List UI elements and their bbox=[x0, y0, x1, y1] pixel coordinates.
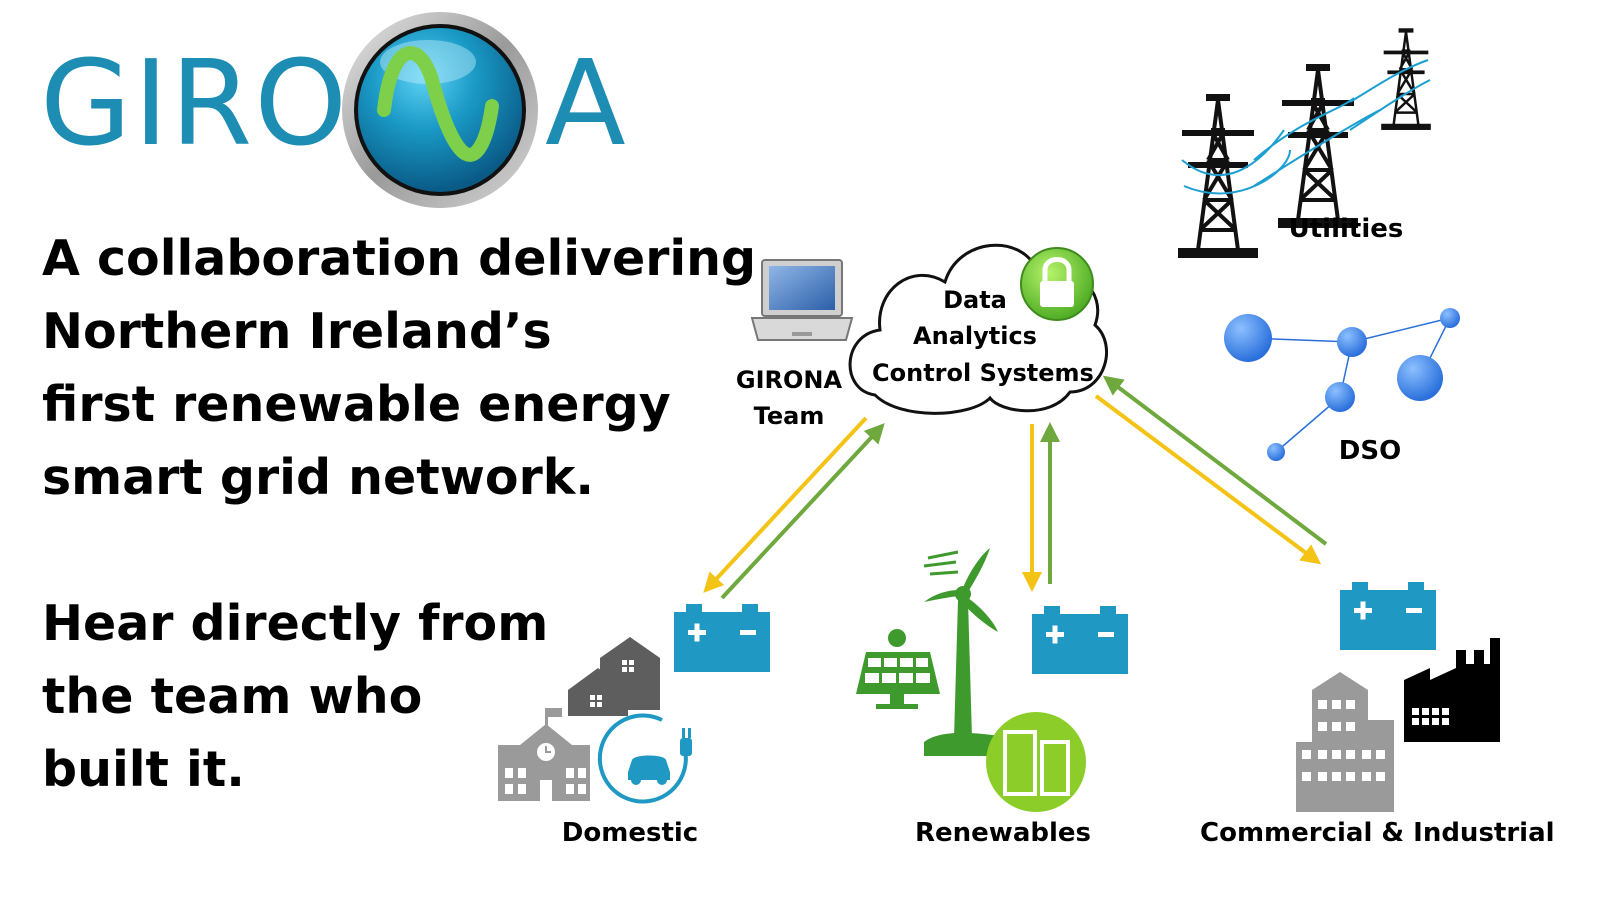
renewables-label: Renewables bbox=[915, 818, 1091, 848]
cloud-label-line: Control Systems bbox=[872, 359, 1094, 387]
battery-icon bbox=[674, 582, 1436, 674]
utilities-label: Utilities bbox=[1288, 214, 1404, 244]
solar-panel-icon bbox=[856, 629, 940, 709]
logo-text-left: GIRO bbox=[40, 34, 350, 172]
logo-text-right: A bbox=[545, 34, 628, 172]
wind-turbine-icon bbox=[923, 548, 1000, 756]
house-icon bbox=[568, 637, 660, 716]
laptop-icon bbox=[750, 259, 854, 341]
arrow-from-commercial bbox=[1102, 375, 1328, 546]
subline-line: the team who bbox=[42, 668, 423, 725]
team-label-line: GIRONA bbox=[735, 366, 843, 394]
subline-line: built it. bbox=[42, 741, 245, 798]
domestic-label: Domestic bbox=[561, 818, 699, 848]
subline-line: Hear directly from bbox=[42, 595, 549, 652]
office-building-icon bbox=[1296, 672, 1394, 812]
headline-line: Northern Ireland’s bbox=[42, 303, 552, 360]
headline-line: smart grid network. bbox=[42, 449, 594, 506]
data-flow-arrows bbox=[703, 375, 1328, 600]
headline-line: first renewable energy bbox=[42, 376, 671, 433]
cloud-label-line: Analytics bbox=[913, 322, 1037, 350]
arrow-to-domestic bbox=[703, 416, 868, 593]
school-icon bbox=[498, 708, 590, 801]
headline: A collaboration delivering Northern Irel… bbox=[42, 222, 757, 514]
arrow-to-commercial bbox=[1094, 394, 1322, 565]
dso-label: DSO bbox=[1338, 436, 1402, 466]
logo-orb-icon bbox=[342, 12, 538, 208]
lock-icon bbox=[1020, 247, 1094, 321]
factory-icon bbox=[1404, 638, 1500, 742]
arrow-from-domestic bbox=[720, 423, 885, 600]
team-label-line: Team bbox=[753, 402, 825, 430]
storage-icon bbox=[986, 712, 1086, 812]
cloud-label-line: Data bbox=[943, 286, 1007, 314]
headline-line: A collaboration delivering bbox=[42, 230, 757, 287]
commercial-industrial-label: Commercial & Industrial bbox=[1200, 818, 1555, 848]
subline: Hear directly from the team who built it… bbox=[42, 587, 742, 806]
network-icon bbox=[1224, 308, 1460, 461]
pylon-icon bbox=[1176, 27, 1433, 260]
ev-charger-icon bbox=[597, 713, 692, 804]
